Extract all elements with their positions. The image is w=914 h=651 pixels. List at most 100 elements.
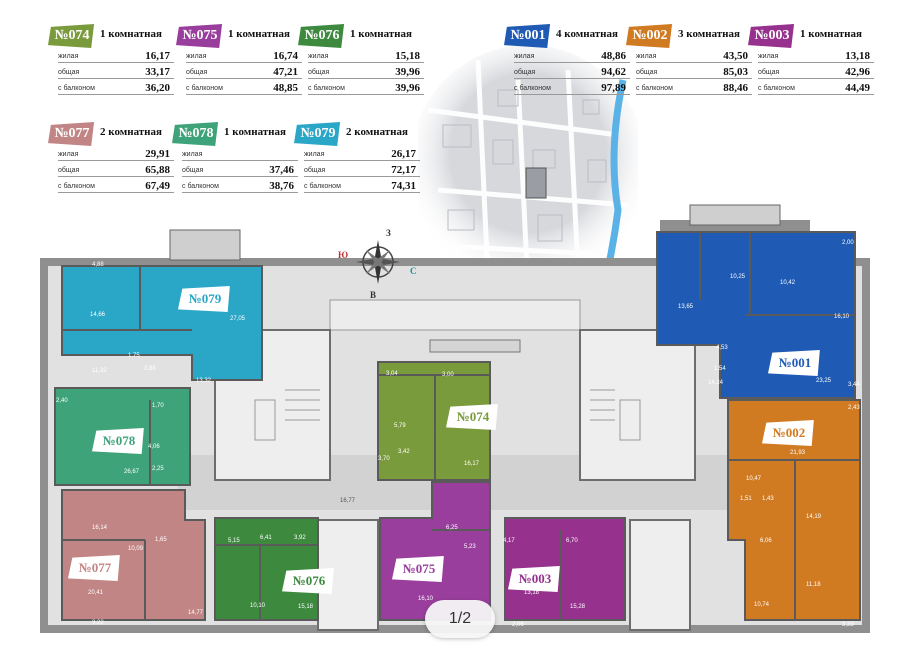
room-area-002: 1,43	[762, 496, 774, 502]
room-count: 1 комнатная	[100, 28, 162, 40]
row-label: жилая	[636, 53, 657, 60]
room-area-078: 2,40	[56, 398, 68, 404]
room-area-003: 2,06	[512, 622, 524, 628]
room-area-001: 10,42	[780, 280, 796, 286]
row-label: жилая	[186, 53, 207, 60]
room-count: 1 комнатная	[800, 28, 862, 40]
area-value: 39,96	[395, 82, 420, 94]
unit-label-078: №078	[92, 428, 144, 454]
room-area-074: 3,04	[386, 371, 398, 377]
room-area-002: 2,43	[848, 405, 860, 411]
row-label: с балконом	[58, 85, 95, 92]
apartment-076[interactable]	[214, 517, 319, 621]
site-map	[418, 45, 638, 291]
unit-label-075: №075	[392, 556, 444, 582]
room-count: 1 комнатная	[224, 126, 286, 138]
apartment-074[interactable]	[377, 361, 491, 481]
page-indicator[interactable]: 1/2	[425, 600, 495, 638]
apartment-number-badge: №003	[748, 24, 795, 48]
area-value: 44,49	[845, 82, 870, 94]
area-value: 47,21	[273, 66, 298, 78]
area-value: 85,03	[723, 66, 748, 78]
row-label: общая	[182, 167, 204, 174]
unit-label-077: №077	[68, 555, 120, 581]
row-label: общая	[636, 69, 658, 76]
area-value: 94,62	[601, 66, 626, 78]
room-area-076: 3,92	[294, 535, 306, 541]
apartment-003[interactable]	[504, 517, 626, 621]
room-area-001: 1,54	[714, 366, 726, 372]
area-value: 39,96	[395, 66, 420, 78]
apartment-077[interactable]	[61, 489, 206, 621]
room-count: 1 комнатная	[350, 28, 412, 40]
legend-row-living: жилая	[182, 146, 298, 161]
row-label: с балконом	[758, 85, 795, 92]
apartment-number-badge: №076	[298, 24, 345, 48]
room-area-079: 13,32	[196, 378, 212, 384]
area-value: 29,91	[145, 148, 170, 160]
room-area-076: 10,10	[250, 603, 266, 609]
room-count: 1 комнатная	[228, 28, 290, 40]
area-value: 48,85	[273, 82, 298, 94]
row-label: с балконом	[514, 85, 551, 92]
room-area-001: 14,24	[708, 380, 724, 386]
apartment-075[interactable]	[379, 481, 491, 621]
room-area-079: 11,32	[92, 368, 107, 374]
room-area-003: 4,17	[503, 538, 515, 544]
room-area-001: 10,25	[730, 274, 746, 280]
room-area-079: 3,88	[144, 366, 156, 372]
row-label: с балконом	[186, 85, 223, 92]
legend-row-total: общая 39,96	[308, 64, 424, 79]
room-count: 2 комнатная	[346, 126, 408, 138]
room-area-076: 6,41	[260, 535, 272, 541]
unit-label-003: №003	[508, 566, 560, 592]
room-area-002: 1,51	[740, 496, 752, 502]
unit-label-074: №074	[446, 404, 498, 430]
area-value: 67,49	[145, 180, 170, 192]
row-label: жилая	[514, 53, 535, 60]
apartment-002[interactable]	[727, 399, 861, 621]
area-value: 16,74	[273, 50, 298, 62]
area-value: 13,18	[845, 50, 870, 62]
room-area-077: 1,65	[155, 537, 167, 543]
row-label: общая	[308, 69, 330, 76]
room-area-002: 10,47	[746, 476, 762, 482]
room-count: 3 комнатная	[678, 28, 740, 40]
row-label: общая	[304, 167, 326, 174]
apartment-number-badge: №077	[48, 122, 95, 146]
row-label: жилая	[182, 151, 203, 158]
room-area-076: 5,15	[228, 538, 240, 544]
room-area-078: 2,25	[152, 466, 164, 472]
room-area-001: 16,10	[834, 314, 850, 320]
room-area-074: 16,17	[464, 461, 480, 467]
row-label: с балконом	[182, 183, 219, 190]
room-area-074: 3,70	[378, 456, 390, 462]
room-area-077: 20,41	[88, 590, 104, 596]
unit-label-001: №001	[768, 350, 820, 376]
area-value: 15,18	[395, 50, 420, 62]
room-area-001: 3,44	[848, 382, 860, 388]
room-area-002: 21,93	[790, 450, 806, 456]
unit-label-076: №076	[282, 568, 334, 594]
area-value: 42,96	[845, 66, 870, 78]
